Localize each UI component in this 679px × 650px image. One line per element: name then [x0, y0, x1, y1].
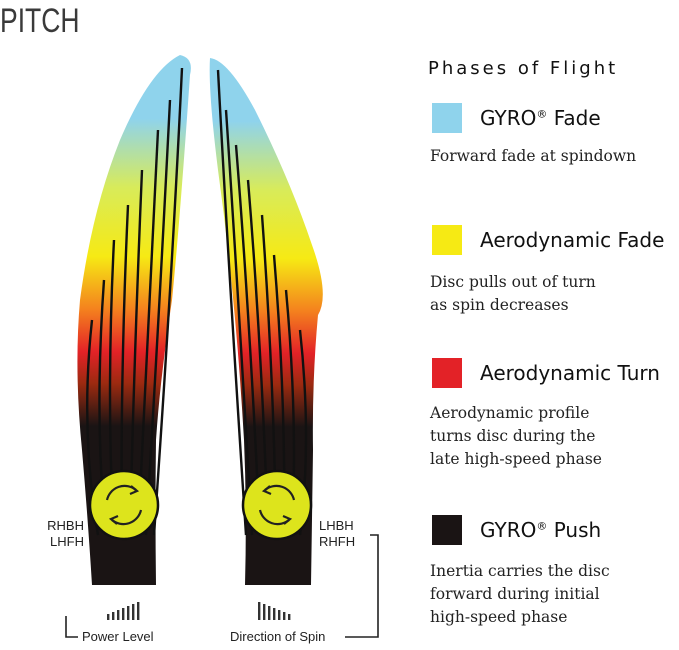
throw-label: LHBH: [319, 518, 354, 533]
legend-label: GYRO® Fade: [480, 106, 601, 130]
clockwise-rotation-icon: [105, 484, 143, 526]
legend-swatch: [432, 225, 462, 255]
power-level-icon: [107, 602, 140, 620]
legend-description: Aerodynamic profile turns disc during th…: [430, 404, 602, 468]
left-disc: [88, 469, 160, 541]
direction-of-spin-caption: Direction of Spin: [230, 629, 326, 644]
legend-label: Aerodynamic Turn: [480, 361, 660, 385]
left-bracket: [65, 616, 78, 638]
legend-label: GYRO® Push: [480, 518, 602, 542]
right-bracket: [345, 534, 379, 638]
throw-label: LHFH: [50, 534, 84, 549]
legend-label: Aerodynamic Fade: [480, 228, 665, 252]
legend-title: Phases of Flight: [428, 58, 619, 79]
left-throw-labels: RHBH LHFH: [44, 518, 84, 550]
direction-of-spin-icon: [258, 602, 291, 620]
legend-description: Inertia carries the disc forward during …: [430, 562, 610, 626]
legend-description: Forward fade at spindown: [430, 147, 637, 165]
right-disc: [241, 469, 313, 541]
throw-label: RHFH: [319, 534, 356, 549]
page-title: PITCH: [0, 2, 80, 40]
counterclockwise-rotation-icon: [258, 484, 296, 526]
left-flight-path: [77, 55, 191, 585]
power-level-caption: Power Level: [82, 629, 154, 644]
right-throw-labels: LHBH RHFH: [319, 518, 355, 550]
legend-swatch: [432, 103, 462, 133]
legend-swatch: [432, 515, 462, 545]
throw-label: RHBH: [47, 518, 84, 533]
legend-swatch: [432, 358, 462, 388]
legend-description: Disc pulls out of turn as spin decreases: [430, 273, 596, 314]
